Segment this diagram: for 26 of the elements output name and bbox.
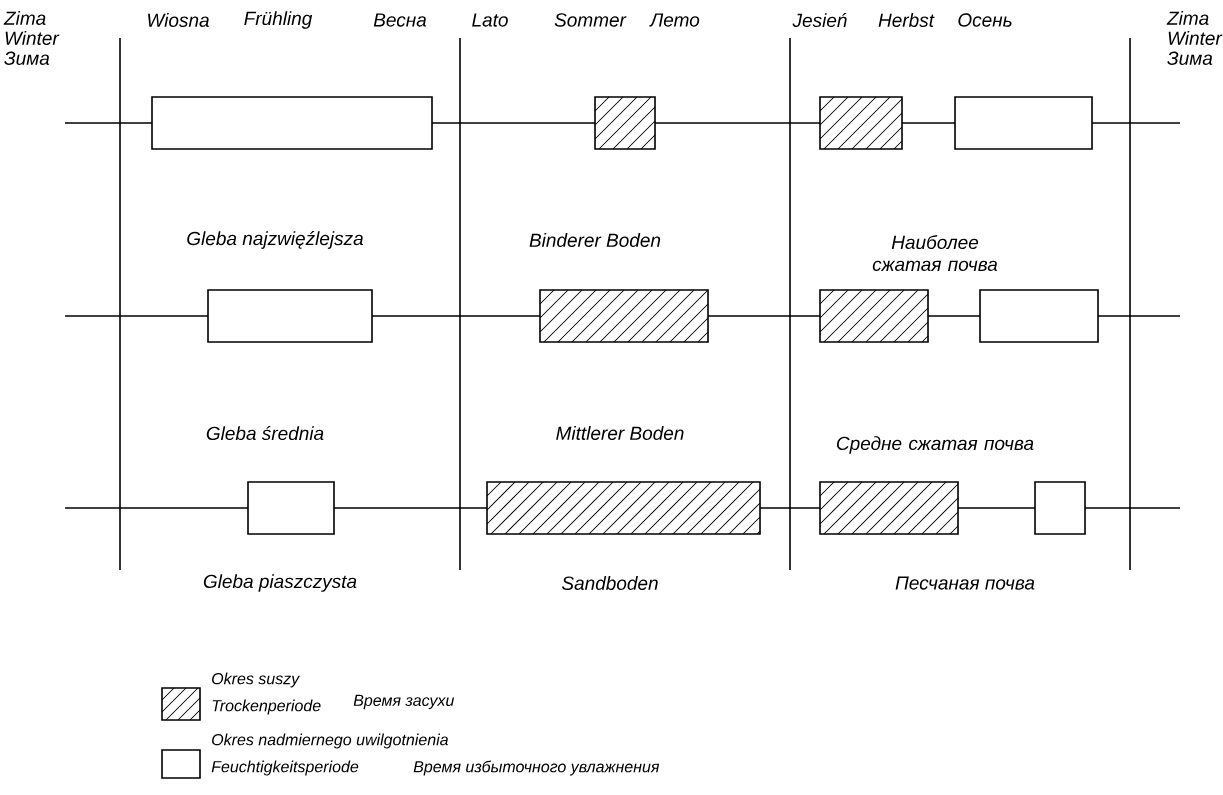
label: Trockenperiode (212, 699, 321, 715)
label: Mittlerer Boden (556, 426, 684, 440)
label: Sommer (554, 13, 627, 27)
label: Jesień (792, 12, 847, 28)
label: Feuchtigkeitsperiode (211, 760, 359, 776)
legend-text: Okres suszy (212, 672, 300, 688)
legend-text: Okres nadmiernego uwilgotnienia (212, 733, 449, 749)
label: Наиболее сжатая почва (872, 234, 998, 272)
label: Средне сжатая почва (837, 436, 1034, 454)
label: Herbst (878, 13, 935, 27)
label: Осень (958, 13, 1012, 27)
label: Sandboden (561, 576, 658, 590)
label: Frühling (244, 11, 313, 29)
label: Время засухи (353, 694, 454, 710)
label: Gleba piaszczysta (203, 574, 357, 592)
label: Gleba średnia (206, 425, 324, 441)
label: Лето (649, 13, 700, 27)
label: Binderer Boden (529, 233, 661, 247)
label: Wiosna (148, 13, 209, 27)
label: Gleba najzwięźlejsza (187, 231, 363, 249)
label: Zima Winter Зима (3, 11, 60, 65)
label: Lato (472, 13, 508, 27)
label: Песчаная почва (895, 576, 1035, 590)
label: Zima Winter Зима (1166, 11, 1223, 65)
label: Весна (373, 13, 427, 27)
label: Время избыточного увлажнения (413, 760, 660, 776)
